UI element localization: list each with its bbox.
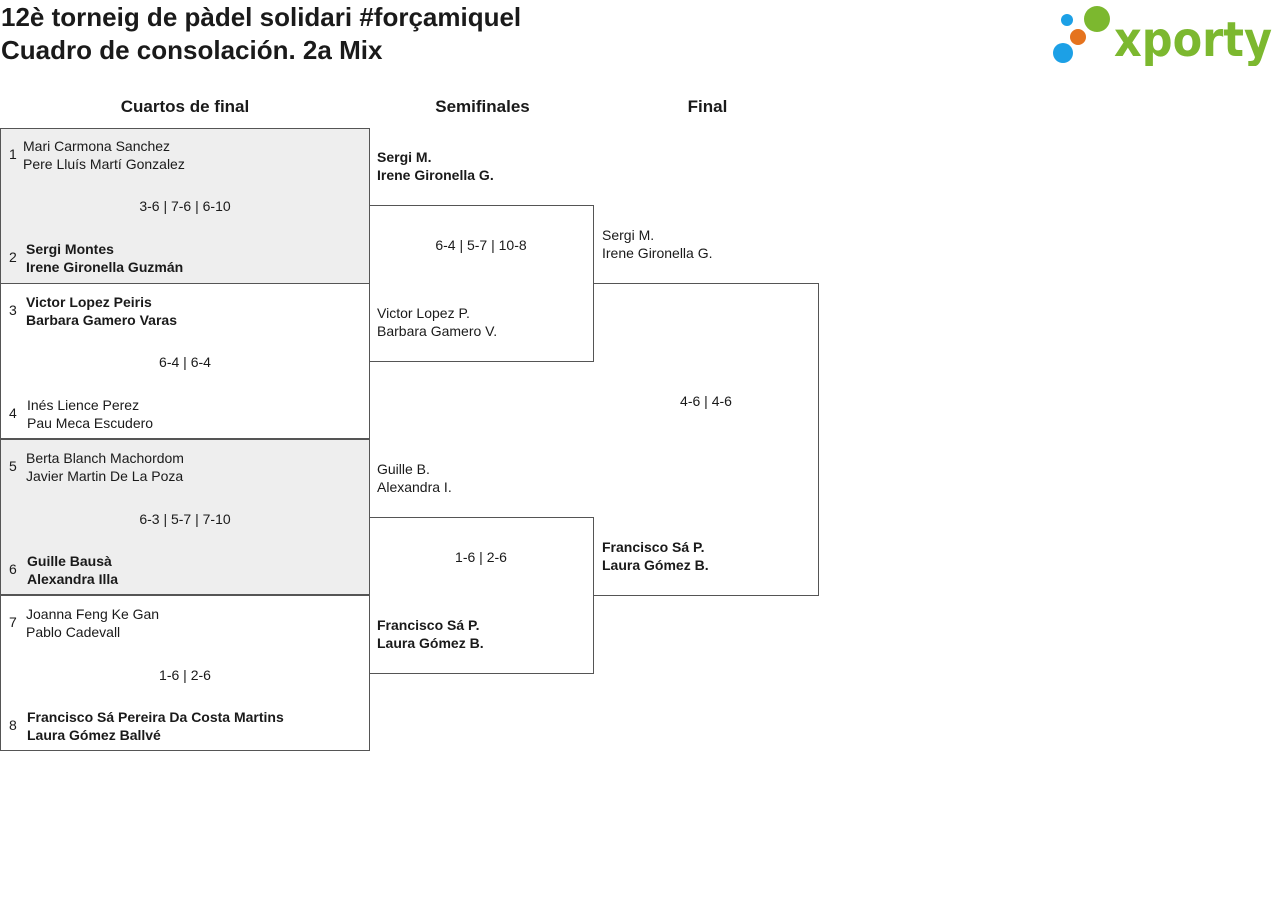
seed-number: 7	[9, 614, 17, 630]
semifinal-match-1[interactable]: 6-4 | 5-7 | 10-8	[369, 205, 594, 362]
seed-number: 8	[9, 717, 17, 733]
player-name: Sergi M.	[602, 227, 655, 243]
tournament-title: 12è torneig de pàdel solidari #forçamiqu…	[1, 2, 522, 32]
semifinal-match-2[interactable]: 1-6 | 2-6	[369, 517, 594, 674]
seed-number: 2	[9, 249, 17, 265]
match-score: 6-4 | 5-7 | 10-8	[435, 237, 527, 253]
player-name: Pau Meca Escudero	[27, 415, 154, 431]
final-top-team[interactable]: Sergi M. Irene Gironella G.	[602, 226, 713, 262]
player-name: Laura Gómez B.	[602, 557, 709, 573]
player-name: Pablo Cadevall	[26, 624, 121, 640]
round-header-quarterfinals: Cuartos de final	[120, 97, 250, 116]
player-name: Alexandra Illa	[27, 571, 119, 587]
player-name: Francisco Sá P.	[602, 539, 705, 555]
draw-subtitle: Cuadro de consolación. 2a Mix	[1, 35, 383, 65]
player-name: Berta Blanch Machordom	[26, 450, 184, 466]
player-name: Mari Carmona Sanchez	[23, 138, 171, 154]
player-name: Guille B.	[377, 461, 430, 477]
match-score: 1-6 | 2-6	[159, 667, 211, 683]
player-name: Laura Gómez Ballvé	[27, 727, 161, 743]
xporty-logo[interactable]: xporty	[1050, 4, 1276, 66]
seed-number: 4	[9, 405, 17, 421]
logo-dot-orange	[1070, 29, 1086, 45]
player-name: Francisco Sá Pereira Da Costa Martins	[27, 709, 284, 725]
player-name: Alexandra I.	[377, 479, 452, 495]
match-score: 6-4 | 6-4	[159, 354, 211, 370]
final-bottom-team[interactable]: Francisco Sá P. Laura Gómez B.	[602, 538, 709, 574]
final-match[interactable]: 4-6 | 4-6	[594, 283, 819, 596]
seed-number: 6	[9, 561, 17, 577]
seed-number: 5	[9, 458, 17, 474]
seed-number: 1	[9, 146, 17, 162]
round-header-semifinals: Semifinales	[435, 97, 530, 116]
quarterfinal-match-3[interactable]: 5 Berta Blanch Machordom Javier Martin D…	[0, 439, 370, 595]
semifinal-1-top-team[interactable]: Sergi M. Irene Gironella G.	[377, 148, 494, 184]
player-name: Joanna Feng Ke Gan	[26, 606, 160, 622]
round-header-final: Final	[687, 97, 728, 116]
team-entry-winner[interactable]: Francisco Sá Pereira Da Costa Martins La…	[27, 708, 284, 744]
team-entry-winner[interactable]: Sergi Montes Irene Gironella Guzmán	[26, 240, 183, 276]
semifinal-2-bottom-team[interactable]: Francisco Sá P. Laura Gómez B.	[377, 616, 484, 652]
player-name: Irene Gironella Guzmán	[26, 259, 184, 275]
team-entry[interactable]: Inés Lience Perez Pau Meca Escudero	[27, 396, 153, 432]
logo-dot-blue-small	[1053, 43, 1073, 63]
team-entry[interactable]: Joanna Feng Ke Gan Pablo Cadevall	[26, 605, 159, 641]
logo-dot-green	[1084, 6, 1110, 32]
player-name: Sergi M.	[377, 149, 432, 165]
logo-dot-blue	[1061, 14, 1073, 26]
team-entry-winner[interactable]: Guille Bausà Alexandra Illa	[27, 552, 118, 588]
player-name: Barbara Gamero V.	[377, 323, 498, 339]
team-entry-winner[interactable]: Victor Lopez Peiris Barbara Gamero Varas	[26, 293, 177, 329]
player-name: Laura Gómez B.	[377, 635, 484, 651]
quarterfinal-match-2[interactable]: 3 Victor Lopez Peiris Barbara Gamero Var…	[0, 283, 370, 439]
player-name: Victor Lopez Peiris	[26, 294, 152, 310]
player-name: Inés Lience Perez	[27, 397, 140, 413]
match-score: 4-6 | 4-6	[680, 393, 732, 409]
player-name: Javier Martin De La Poza	[26, 468, 184, 484]
player-name: Guille Bausà	[27, 553, 112, 569]
semifinal-2-top-team[interactable]: Guille B. Alexandra I.	[377, 460, 452, 496]
player-name: Francisco Sá P.	[377, 617, 480, 633]
match-score: 3-6 | 7-6 | 6-10	[139, 198, 231, 214]
semifinal-1-bottom-team[interactable]: Victor Lopez P. Barbara Gamero V.	[377, 304, 497, 340]
team-entry[interactable]: Mari Carmona Sanchez Pere Lluís Martí Go…	[23, 137, 185, 173]
player-name: Irene Gironella G.	[602, 245, 713, 261]
player-name: Barbara Gamero Varas	[26, 312, 177, 328]
player-name: Sergi Montes	[26, 241, 114, 257]
team-entry[interactable]: Berta Blanch Machordom Javier Martin De …	[26, 449, 184, 485]
match-score: 6-3 | 5-7 | 7-10	[139, 511, 231, 527]
logo-wordmark: xporty	[1114, 12, 1272, 66]
player-name: Pere Lluís Martí Gonzalez	[23, 156, 185, 172]
match-score: 1-6 | 2-6	[455, 549, 507, 565]
player-name: Victor Lopez P.	[377, 305, 470, 321]
player-name: Irene Gironella G.	[377, 167, 494, 183]
seed-number: 3	[9, 302, 17, 318]
quarterfinal-match-1[interactable]: 1 Mari Carmona Sanchez Pere Lluís Martí …	[0, 128, 370, 284]
quarterfinal-match-4[interactable]: 7 Joanna Feng Ke Gan Pablo Cadevall 1-6 …	[0, 595, 370, 751]
